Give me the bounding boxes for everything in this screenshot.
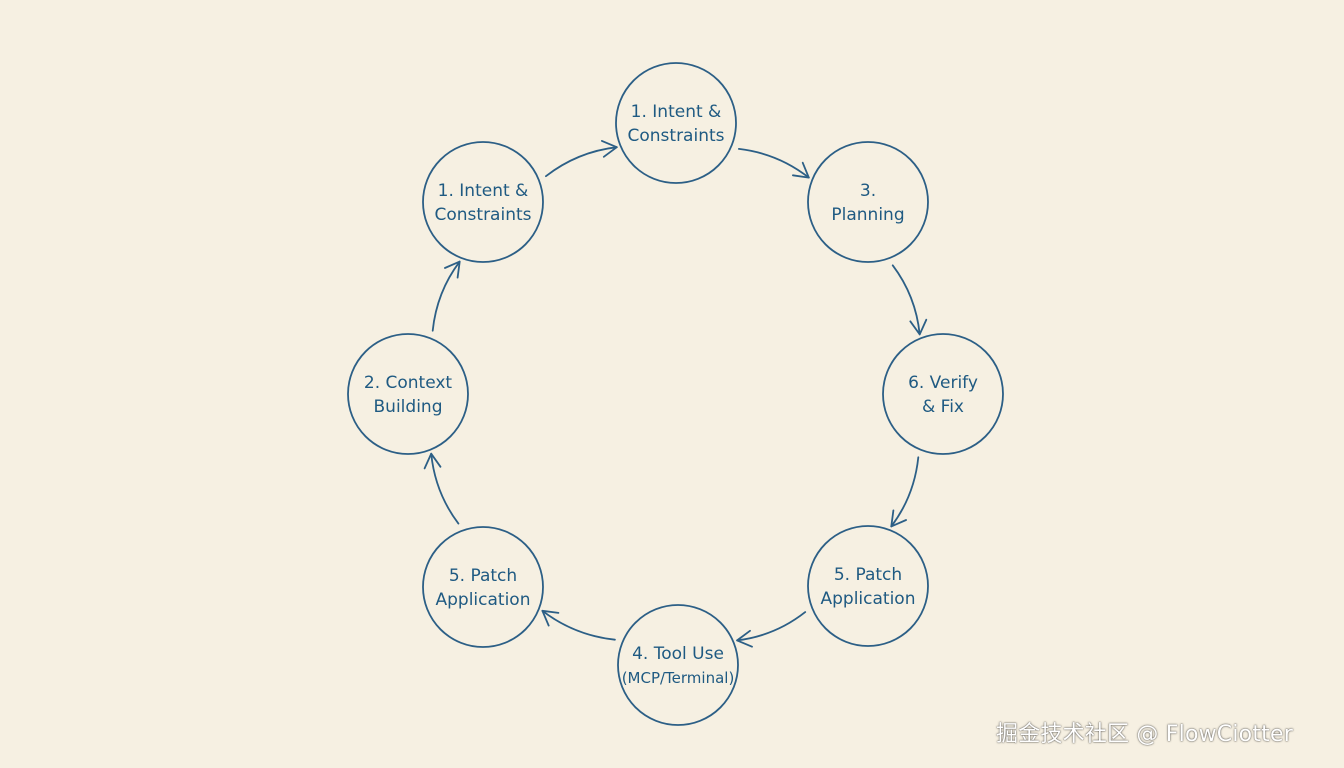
watermark: 掘金技术社区 @ FlowCiotter xyxy=(996,722,1293,747)
arrow-line xyxy=(541,609,616,641)
arrowhead-icon xyxy=(601,140,618,158)
node-circle xyxy=(615,62,737,184)
arrow-bottom-to-lower-left xyxy=(541,609,616,641)
arrowhead-icon xyxy=(541,609,560,627)
arrowhead-icon xyxy=(792,161,810,179)
nodes-layer: 1. Intent & Constraints 3. Planning 6. Verif… xyxy=(347,62,1004,726)
arrow-upper-right-to-right xyxy=(891,264,928,336)
node-label-line: 4. Tool Use xyxy=(632,644,724,664)
arrowhead-icon xyxy=(423,452,442,470)
node-circle xyxy=(617,604,739,726)
node-label-line: 5. Patch xyxy=(449,566,517,586)
node-label-line: & Fix xyxy=(922,397,964,417)
node-circle xyxy=(347,333,469,455)
node-label-line: Application xyxy=(436,590,531,610)
arrow-line xyxy=(890,456,920,528)
node-label-line: Application xyxy=(821,589,916,609)
arrow-line xyxy=(736,611,807,642)
node-circle xyxy=(807,525,929,647)
node-label-line: 6. Verify xyxy=(908,373,978,393)
node-label-line: 2. Context xyxy=(364,373,453,393)
arrow-line xyxy=(430,452,460,525)
node-right: 6. Verify & Fix xyxy=(882,333,1004,455)
node-label-line: 1. Intent & xyxy=(631,102,722,122)
node-circle xyxy=(422,526,544,648)
arrow-right-to-lower-right xyxy=(890,456,920,528)
arrow-line xyxy=(431,260,461,332)
node-upper-left: 1. Intent & Constraints xyxy=(422,141,544,263)
arrow-lower-left-to-left xyxy=(423,452,460,525)
node-top: 1. Intent & Constraints xyxy=(615,62,737,184)
node-label-line: Constraints xyxy=(435,205,532,225)
node-bottom: 4. Tool Use (MCP/Terminal) xyxy=(617,604,739,726)
node-label-line: Building xyxy=(374,397,443,417)
arrowhead-icon xyxy=(736,629,753,648)
arrow-line xyxy=(738,148,810,179)
arrow-left-to-upper-left xyxy=(431,260,461,332)
arrow-upper-left-to-top xyxy=(545,140,618,178)
node-circle xyxy=(807,141,929,263)
arrowhead-icon xyxy=(890,509,907,528)
node-upper-right: 3. Planning xyxy=(807,141,929,263)
arrowhead-icon xyxy=(444,260,461,279)
node-label-line: 5. Patch xyxy=(834,565,902,585)
node-label-line: 1. Intent & xyxy=(438,181,529,201)
arrow-line xyxy=(545,146,618,178)
node-label-line: (MCP/Terminal) xyxy=(622,669,735,687)
edges-layer xyxy=(423,140,928,648)
node-circle xyxy=(422,141,544,263)
arrow-top-to-upper-right xyxy=(738,148,810,179)
node-label-line: Constraints xyxy=(628,126,725,146)
node-label-line: 3. xyxy=(860,181,876,201)
arrow-line xyxy=(891,264,921,336)
node-circle xyxy=(882,333,1004,455)
node-label-line: Planning xyxy=(831,205,904,225)
arrow-lower-right-to-bottom xyxy=(736,611,807,648)
arrowhead-icon xyxy=(909,318,928,336)
